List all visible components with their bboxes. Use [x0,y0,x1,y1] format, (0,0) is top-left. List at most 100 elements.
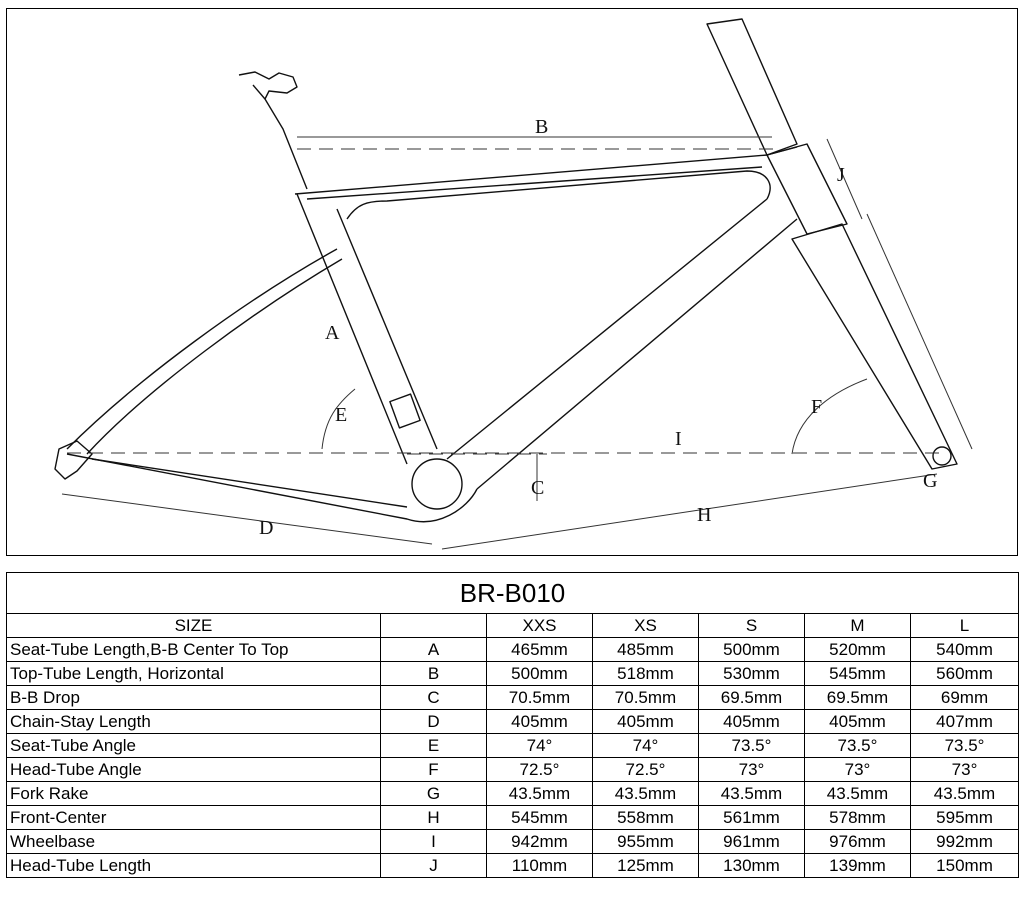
value-cell: 69.5mm [698,685,805,710]
param-code: C [380,685,487,710]
label-c: C [531,477,544,499]
front-axle [932,446,952,466]
param-code: J [380,853,487,878]
param-code: G [380,781,487,806]
value-cell: 72.5° [486,757,593,782]
param-name: Chain-Stay Length [6,709,381,734]
value-cell: 150mm [909,853,1020,878]
label-j: J [837,164,845,186]
value-cell: 942mm [486,829,593,854]
value-cell: 955mm [592,829,699,854]
param-name: Head-Tube Length [6,853,381,878]
seat-stay [66,248,338,450]
value-cell: 70.5mm [486,685,593,710]
label-i: I [675,428,682,450]
value-cell: 540mm [909,637,1020,662]
value-cell: 130mm [698,853,805,878]
param-name: Front-Center [6,805,381,830]
param-name: Seat-Tube Angle [6,733,381,758]
header-cell: XS [592,613,699,638]
table-title-row: BR-B010 [5,572,1020,614]
value-cell: 560mm [909,661,1020,686]
value-cell: 139mm [804,853,911,878]
value-cell: 485mm [592,637,699,662]
value-cell: 500mm [486,661,593,686]
value-cell: 595mm [909,805,1020,830]
header-cell: SIZE [6,613,381,638]
rear-dropout [54,440,93,480]
param-name: Fork Rake [6,781,381,806]
value-cell: 73.5° [804,733,911,758]
value-cell: 74° [486,733,593,758]
value-cell: 976mm [804,829,911,854]
param-code: D [380,709,487,734]
value-cell: 520mm [804,637,911,662]
label-b: B [535,116,548,138]
value-cell: 72.5° [592,757,699,782]
table-title: BR-B010 [5,572,1020,614]
value-cell: 405mm [486,709,593,734]
value-cell: 110mm [486,853,593,878]
value-cell: 530mm [698,661,805,686]
value-cell: 561mm [698,805,805,830]
chain-stay [66,453,478,523]
param-name: Top-Tube Length, Horizontal [6,661,381,686]
header-cell [380,613,487,638]
down-tube [446,198,768,460]
param-code: B [380,661,487,686]
head-tube [766,143,848,235]
value-cell: 69mm [909,685,1020,710]
value-cell: 407mm [909,709,1020,734]
param-name: Seat-Tube Length,B-B Center To Top [6,637,381,662]
label-a: A [325,322,340,344]
value-cell: 43.5mm [592,781,699,806]
value-cell: 405mm [592,709,699,734]
param-code: I [380,829,487,854]
value-cell: 992mm [909,829,1020,854]
value-cell: 69.5mm [804,685,911,710]
label-f: F [811,396,822,418]
value-cell: 74° [592,733,699,758]
bottom-bracket [411,458,463,510]
value-cell: 73.5° [909,733,1020,758]
param-code: F [380,757,487,782]
value-cell: 578mm [804,805,911,830]
value-cell: 73.5° [698,733,805,758]
seat-tube [296,193,408,465]
param-code: A [380,637,487,662]
header-cell: S [698,613,805,638]
value-cell: 43.5mm [486,781,593,806]
label-e: E [335,404,347,426]
value-cell: 70.5mm [592,685,699,710]
header-cell: L [909,613,1020,638]
value-cell: 518mm [592,661,699,686]
param-name: Head-Tube Angle [6,757,381,782]
header-cell: M [804,613,911,638]
value-cell: 405mm [698,709,805,734]
value-cell: 558mm [592,805,699,830]
value-cell: 73° [804,757,911,782]
fork [791,223,958,470]
label-h: H [697,504,711,526]
steerer [706,18,798,156]
value-cell: 43.5mm [909,781,1020,806]
header-cell: XXS [486,613,593,638]
value-cell: 43.5mm [698,781,805,806]
value-cell: 500mm [698,637,805,662]
param-code: E [380,733,487,758]
value-cell: 125mm [592,853,699,878]
value-cell: 465mm [486,637,593,662]
value-cell: 405mm [804,709,911,734]
dimension-labels: A B C D E F G H I J [259,116,937,539]
